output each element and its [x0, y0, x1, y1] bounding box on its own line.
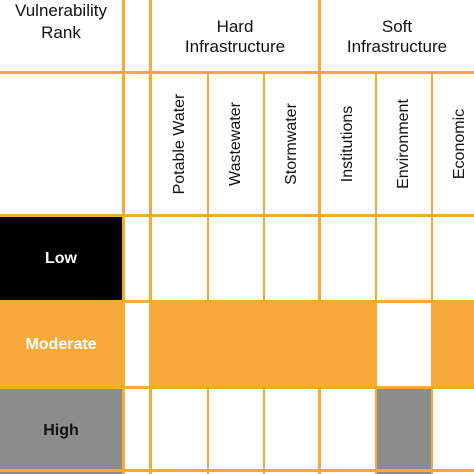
rank-high: High [0, 388, 122, 474]
matrix-cell [376, 216, 432, 302]
column-header-institutions: Institutions [320, 72, 376, 216]
grid-horizontal-line [0, 71, 474, 74]
matrix-cell [208, 216, 264, 302]
group-hard-infrastructure: Hard Infrastructure [152, 17, 318, 57]
grid-horizontal-line [0, 469, 474, 472]
matrix-cell [320, 388, 376, 474]
divider-dots [125, 387, 149, 389]
column-label: Wastewater [227, 102, 244, 186]
column-label: Institutions [339, 105, 356, 183]
column-header-stormwater: Stormwater [264, 72, 320, 216]
column-header-wastewater: Wastewater [208, 72, 264, 216]
divider-dots [125, 215, 149, 217]
group-soft-line1: Soft [381, 17, 413, 36]
group-soft-infrastructure: Soft Infrastructure [320, 17, 474, 57]
grid-horizontal-line [0, 214, 474, 217]
column-header-economic: Economic [432, 72, 474, 216]
grid-horizontal-line [0, 386, 474, 389]
matrix-cell [432, 302, 474, 388]
column-header-potable-water: Potable Water [152, 72, 208, 216]
divider-dots [125, 72, 149, 74]
rank-title-line1: Vulnerability [15, 1, 107, 20]
matrix-cell [264, 302, 320, 388]
rank-low: Low [0, 216, 122, 302]
column-label: Stormwater [283, 103, 300, 185]
matrix-cell [320, 302, 376, 388]
matrix-cell [432, 216, 474, 302]
matrix-cell [152, 302, 208, 388]
divider-dots [125, 301, 149, 303]
matrix-cell [264, 388, 320, 474]
column-label: Economic [451, 108, 468, 180]
matrix-cell [432, 388, 474, 474]
grid-vertical-line [431, 72, 433, 474]
column-header-environment: Environment [376, 72, 432, 216]
group-hard-line2: Infrastructure [184, 37, 286, 56]
grid-vertical-line [318, 0, 321, 474]
matrix-cell [320, 216, 376, 302]
matrix-cell [152, 388, 208, 474]
matrix-cell [264, 216, 320, 302]
group-soft-line2: Infrastructure [346, 37, 448, 56]
vulnerability-rank-title: Vulnerability Rank [0, 0, 122, 44]
rank-moderate: Moderate [0, 302, 122, 388]
column-label: Potable Water [171, 93, 188, 195]
grid-vertical-line [375, 72, 377, 474]
rank-title-line2: Rank [41, 23, 81, 42]
grid-vertical-line [149, 0, 152, 474]
grid-horizontal-line [0, 300, 474, 303]
grid-vertical-line [122, 0, 125, 474]
matrix-cell [208, 388, 264, 474]
group-hard-line1: Hard [216, 17, 254, 36]
matrix-cell [152, 216, 208, 302]
grid-vertical-line [263, 72, 265, 474]
column-label: Environment [395, 99, 412, 189]
matrix-cell [376, 388, 432, 474]
grid-vertical-line [207, 72, 209, 474]
matrix-cell [376, 302, 432, 388]
matrix-cell [208, 302, 264, 388]
